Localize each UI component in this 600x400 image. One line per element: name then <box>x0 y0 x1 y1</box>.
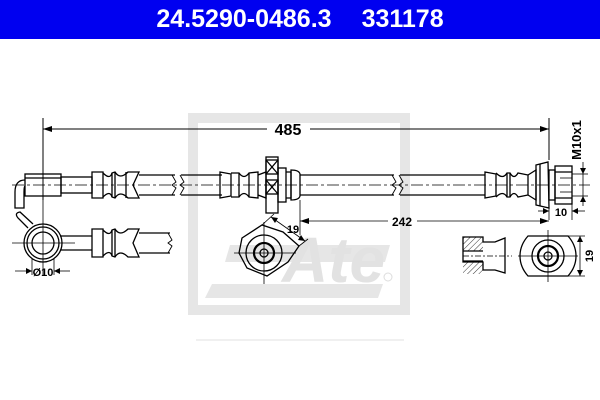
thread-dimension <box>572 162 588 206</box>
right-crimp-sleeve <box>484 171 529 199</box>
left-crimp-sleeve <box>91 171 141 199</box>
fitting-offset-dimension <box>299 200 549 235</box>
banjo-end-view <box>12 200 173 275</box>
banjo-diameter-label: Ø10 <box>33 267 54 279</box>
end-hex-width-label: 19 <box>584 250 596 262</box>
title-bar: 24.5290-0486.3 331178 <box>0 0 600 39</box>
port-section-view <box>462 236 512 274</box>
fitting-offset-label: 242 <box>392 215 412 229</box>
overall-length-dimension <box>42 118 550 200</box>
ate-watermark-logo: Ate <box>188 113 410 341</box>
part-number: 24.5290-0486.3 <box>156 5 332 33</box>
right-threaded-fitting <box>527 161 573 209</box>
left-banjo-fitting <box>14 173 93 209</box>
center-bracket-hex <box>265 156 301 214</box>
reference-number: 331178 <box>361 5 444 33</box>
center-hex-width-label: 19 <box>287 224 299 236</box>
thread-length-dimension <box>538 200 585 220</box>
thread-length-label: 10 <box>555 207 567 219</box>
thread-label: M10x1 <box>569 120 584 160</box>
fitting-end-view <box>518 230 585 282</box>
hose-segment <box>300 174 485 196</box>
banjo-diameter-dimension <box>15 258 70 275</box>
bracket-end-view <box>234 213 309 284</box>
hose-segment <box>139 174 222 196</box>
overall-length-label: 485 <box>275 122 302 139</box>
